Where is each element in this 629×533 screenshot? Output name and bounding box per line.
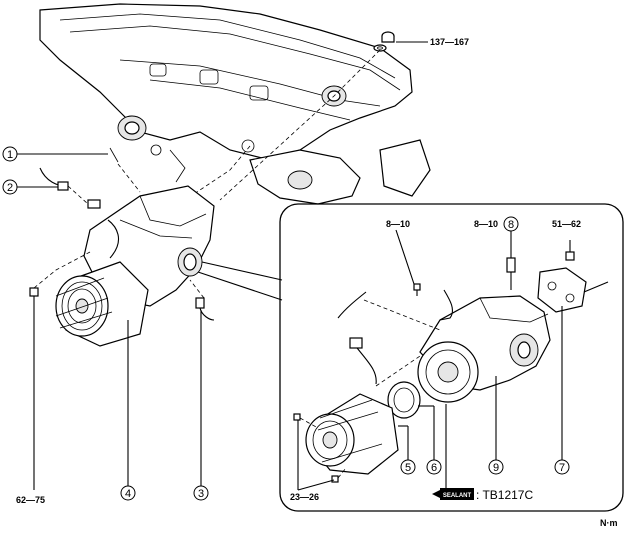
sensor (506, 230, 516, 290)
sealant-note: SEALANT : TB1217C (432, 488, 533, 502)
callout-5: 5 (400, 459, 416, 475)
drive-unit-assembly (29, 147, 215, 347)
callout-9-num: 9 (493, 462, 499, 474)
callout-2: 2 (2, 179, 18, 195)
transfer-housing (417, 295, 551, 403)
torque-label-cover-bolt: 23—26 (290, 492, 319, 502)
callout-1-num: 1 (7, 149, 13, 161)
callout-7-num: 7 (559, 462, 565, 474)
sealant-code: : TB1217C (476, 488, 533, 502)
torque-label-detail-bolt-b: 8—10 (474, 219, 498, 229)
callout-8-num: 8 (508, 219, 514, 231)
callout-1: 1 (2, 146, 18, 162)
detail-small-bolt (395, 229, 421, 296)
callout-8: 8 (503, 216, 519, 232)
detail-view-frame (279, 203, 624, 512)
sealant-badge: SEALANT (443, 493, 472, 499)
mount-bracket (537, 240, 609, 313)
unit-label: N·m (600, 518, 618, 528)
seal-ring (387, 381, 421, 419)
torque-label-bracket-bolt: 51—62 (552, 219, 581, 229)
subframe-crossmember (39, 3, 431, 205)
callout-5-num: 5 (405, 462, 411, 474)
callout-3-num: 3 (198, 488, 204, 500)
torque-label-mount-bolt: 62—75 (16, 495, 45, 505)
callout-4-num: 4 (125, 488, 131, 500)
callout-7: 7 (554, 459, 570, 475)
callout-4: 4 (120, 485, 136, 501)
callout-6-num: 6 (431, 462, 437, 474)
actuator-motor (305, 393, 399, 475)
callout-6: 6 (426, 459, 442, 475)
callout-9: 9 (488, 459, 504, 475)
torque-label-nut: 137—167 (430, 37, 469, 47)
callout-2-num: 2 (7, 182, 13, 194)
torque-label-detail-bolt-a: 8—10 (386, 219, 410, 229)
mount-nut (373, 31, 395, 52)
callout-3: 3 (193, 485, 209, 501)
